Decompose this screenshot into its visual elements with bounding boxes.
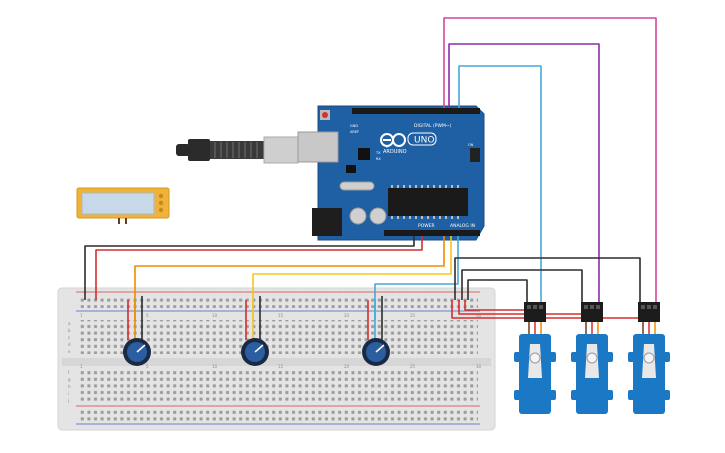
column-number-10: 10 (212, 364, 218, 369)
top-power-rail[interactable] (78, 295, 478, 308)
row-letter-j: j (67, 398, 69, 403)
row-letter-i: i (68, 391, 69, 396)
wire-a0-orange[interactable] (134, 236, 445, 320)
arduino-logo-text: ARDUINO (383, 149, 407, 155)
wire-gnd-black[interactable] (84, 236, 415, 300)
wire-servo-power-3[interactable] (464, 300, 533, 311)
column-number-25: 25 (410, 364, 416, 369)
reset-button-cap[interactable] (322, 112, 328, 118)
wire-servo2-purple[interactable] (448, 43, 600, 304)
column-number-20: 20 (344, 364, 350, 369)
usb-cable (176, 136, 299, 164)
potentiometer-1[interactable] (123, 296, 151, 366)
column-number-15: 15 (278, 364, 284, 369)
row-letter-e: e (68, 349, 71, 354)
column-number-5: 5 (146, 313, 149, 318)
tx-label: TX (375, 151, 381, 155)
aref-label: AREF (350, 130, 359, 134)
row-letter-f: f (68, 370, 70, 375)
servo-1[interactable] (514, 302, 556, 414)
arduino-uno-board[interactable]: ARDUINO UNO DIGITAL (PWM~) POWER ANALOG … (176, 105, 485, 241)
wire-servo-gnd-2[interactable] (461, 269, 583, 304)
wire-servo-power-2[interactable] (458, 300, 590, 315)
column-number-30: 30 (476, 313, 482, 318)
column-number-25: 25 (410, 313, 416, 318)
column-number-5: 5 (146, 364, 149, 369)
gnd-label: GND (350, 124, 358, 128)
digital-header-label: DIGITAL (PWM~) (414, 123, 452, 129)
column-number-20: 20 (344, 313, 350, 318)
bottom-power-rail[interactable] (78, 408, 478, 421)
row-letter-a: a (68, 321, 71, 326)
column-number-1: 1 (80, 313, 83, 318)
power-jack (312, 208, 342, 236)
row-letter-d: d (68, 342, 71, 347)
on-led-label: ON (468, 143, 474, 147)
column-number-10: 10 (212, 313, 218, 318)
uno-label: UNO (414, 136, 434, 146)
wire-servo-gnd-1[interactable] (454, 257, 641, 304)
column-number-30: 30 (476, 364, 482, 369)
wire-servo-gnd-3[interactable] (467, 279, 528, 304)
lcd-module[interactable] (76, 187, 170, 224)
analog-header-label: ANALOG IN (450, 223, 475, 229)
wire-servo1-lightblue[interactable] (458, 65, 542, 304)
potentiometer-3[interactable] (362, 296, 390, 366)
digital-pin-header[interactable] (352, 108, 480, 114)
servo-3[interactable] (628, 302, 670, 414)
atmega-chip (388, 188, 468, 216)
row-letter-b: b (68, 328, 71, 333)
rx-label: RX (376, 157, 381, 161)
power-header-label: POWER (418, 223, 435, 229)
row-letter-h: h (68, 384, 71, 389)
row-letter-c: c (68, 335, 70, 340)
bottom-terminal-strip[interactable] (78, 369, 478, 403)
column-number-15: 15 (278, 313, 284, 318)
potentiometer-2[interactable] (241, 296, 269, 366)
l-led-label: L (386, 145, 388, 149)
power-analog-header[interactable] (384, 230, 480, 236)
usb-port (297, 131, 339, 163)
servo-2[interactable] (571, 302, 613, 414)
arduino-logo (380, 133, 406, 147)
wire-5v-red[interactable] (95, 236, 423, 300)
wire-a1-yellow[interactable] (252, 236, 452, 320)
wire-servo3-pink[interactable] (443, 17, 657, 304)
row-letter-g: g (68, 377, 71, 382)
column-number-1: 1 (80, 364, 83, 369)
